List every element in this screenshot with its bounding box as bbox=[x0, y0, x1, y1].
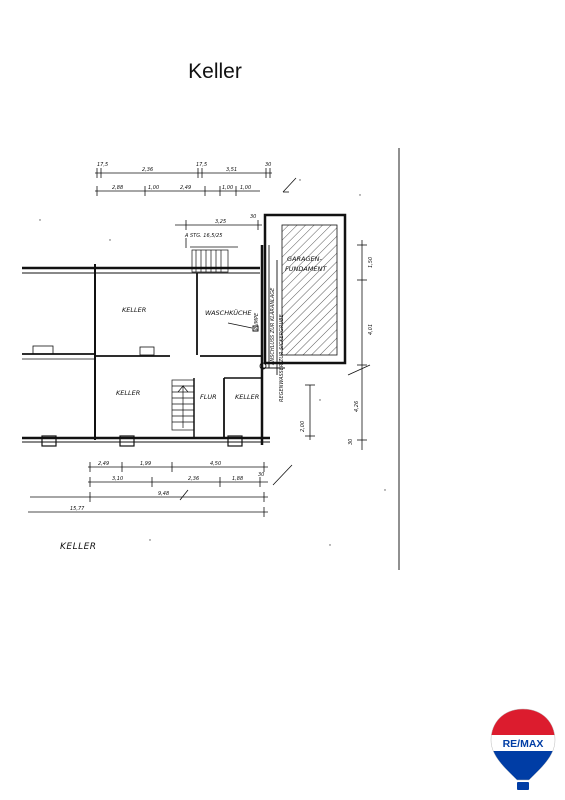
svg-text:17,5: 17,5 bbox=[97, 162, 108, 168]
svg-text:1,00: 1,00 bbox=[240, 185, 251, 191]
svg-text:4,50: 4,50 bbox=[210, 461, 221, 467]
logo-text: RE/MAX bbox=[503, 738, 544, 750]
svg-text:30: 30 bbox=[265, 162, 271, 168]
svg-text:3,25: 3,25 bbox=[215, 219, 226, 225]
floor-plan: 17,5 2,36 17,5 3,51 30 2,88 1,00 2,49 1,… bbox=[22, 148, 400, 570]
svg-text:PUMPE: PUMPE bbox=[254, 312, 260, 330]
svg-text:4,01: 4,01 bbox=[368, 324, 374, 335]
svg-text:2,36: 2,36 bbox=[188, 476, 199, 482]
right-dimensions bbox=[305, 240, 371, 450]
stair-annotation: A STG. 16,5/25 bbox=[184, 233, 238, 248]
room-label-keller-sw: KELLER bbox=[116, 389, 140, 397]
svg-text:2,00: 2,00 bbox=[300, 421, 306, 432]
page-title: Keller bbox=[188, 60, 242, 83]
svg-text:15,77: 15,77 bbox=[70, 506, 85, 512]
regenwasser-label: REGENWASSER ZUR SICKERGRUBE bbox=[279, 313, 285, 402]
garage-foundation bbox=[263, 213, 347, 365]
plan-caption: KELLER bbox=[60, 542, 97, 552]
svg-text:9,48: 9,48 bbox=[158, 491, 169, 497]
svg-text:1,88: 1,88 bbox=[232, 476, 243, 482]
svg-text:4,26: 4,26 bbox=[354, 401, 360, 412]
svg-text:30: 30 bbox=[258, 472, 264, 478]
svg-text:1,00: 1,00 bbox=[148, 185, 159, 191]
room-label-keller-se: KELLER bbox=[235, 393, 259, 401]
svg-text:2,88: 2,88 bbox=[112, 185, 123, 191]
staircase-flur bbox=[171, 379, 195, 431]
top-dimension-labels: 17,5 2,36 17,5 3,51 30 2,88 1,00 2,49 1,… bbox=[97, 162, 271, 225]
pump-symbol: PUMPE bbox=[227, 312, 260, 332]
room-label-keller-north: KELLER bbox=[122, 306, 146, 314]
svg-text:1,50: 1,50 bbox=[368, 257, 374, 268]
right-dimension-labels: 1,50 4,01 4,26 2,00 30 bbox=[300, 257, 374, 445]
room-label-flur: FLUR bbox=[200, 393, 217, 401]
scan-specks bbox=[39, 179, 386, 546]
remax-balloon-logo: RE/MAX bbox=[490, 708, 556, 790]
svg-text:3,10: 3,10 bbox=[112, 476, 123, 482]
anschluss-label: ANSCHLUSS ZUR KLÄRANLAGE bbox=[269, 287, 276, 366]
svg-text:17,5: 17,5 bbox=[196, 162, 207, 168]
svg-text:1,00: 1,00 bbox=[222, 185, 233, 191]
building-walls bbox=[22, 245, 270, 445]
svg-text:2,49: 2,49 bbox=[180, 185, 191, 191]
svg-text:A STG. 16,5/25: A STG. 16,5/25 bbox=[184, 233, 222, 239]
garage-label-sub: FUNDAMENT bbox=[285, 265, 327, 273]
room-label-waschkueche: WASCHKÜCHE bbox=[205, 308, 252, 317]
top-dimensions bbox=[95, 168, 297, 230]
garage-label: GARAGEN- bbox=[287, 255, 322, 263]
svg-text:30: 30 bbox=[348, 439, 354, 445]
svg-text:3,51: 3,51 bbox=[226, 167, 237, 173]
bottom-dimensions bbox=[28, 462, 293, 517]
svg-text:1,99: 1,99 bbox=[140, 461, 151, 467]
svg-text:2,36: 2,36 bbox=[142, 167, 153, 173]
light-wells bbox=[32, 345, 243, 447]
staircase-top bbox=[191, 249, 229, 273]
svg-text:30: 30 bbox=[250, 214, 256, 220]
bottom-dimension-labels: 2,49 1,99 4,50 3,10 2,36 1,88 30 9,48 15… bbox=[70, 461, 264, 512]
svg-text:2,49: 2,49 bbox=[98, 461, 109, 467]
pipe-lines bbox=[259, 245, 285, 375]
